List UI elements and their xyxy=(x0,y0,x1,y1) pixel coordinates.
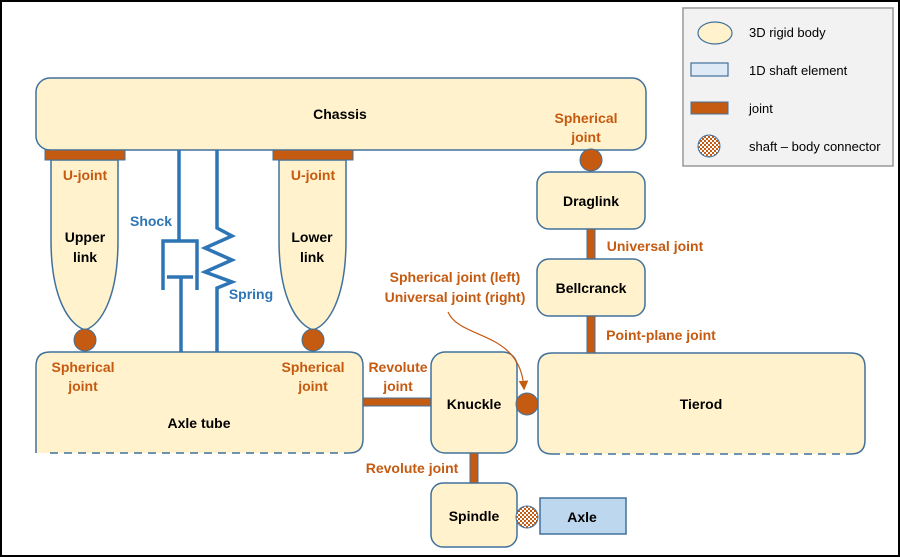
spherical-lower-label-1: Spherical xyxy=(281,359,344,375)
axle-shaft[interactable] xyxy=(539,497,627,535)
spindle-label: Spindle xyxy=(449,508,500,524)
shock-label: Shock xyxy=(130,213,172,229)
axle-tube-body[interactable] xyxy=(35,351,364,454)
lower-link-label-2: link xyxy=(300,249,324,265)
shock-damper[interactable] xyxy=(161,150,199,352)
spherical-chassis-label-1: Spherical xyxy=(554,110,617,126)
revolute-spindle-label: Revolute joint xyxy=(366,460,459,476)
u-joint-upper[interactable] xyxy=(44,149,126,161)
revolute-joint-spindle[interactable] xyxy=(469,452,479,484)
annotation-label-1: Spherical joint (left) xyxy=(390,269,521,285)
spring-label: Spring xyxy=(229,286,273,302)
legend-item-joint: joint xyxy=(748,101,773,116)
lower-link-body[interactable] xyxy=(278,159,347,331)
axle-label: Axle xyxy=(567,509,597,525)
revolute-axle-label-2: joint xyxy=(382,378,413,394)
upper-link-label-1: Upper xyxy=(65,229,106,245)
legend-ellipse-icon xyxy=(697,21,733,45)
legend-shaft-icon xyxy=(690,62,729,77)
spherical-chassis-label-2: joint xyxy=(570,129,601,145)
bellcrank-label: Bellcranck xyxy=(556,280,627,296)
tierod-knuckle-joint[interactable] xyxy=(515,392,539,416)
u-joint-lower[interactable] xyxy=(272,149,354,161)
upper-link-label-2: link xyxy=(73,249,97,265)
legend: 3D rigid body 1D shaft element joint sha… xyxy=(682,7,894,167)
annotation-label-2: Universal joint (right) xyxy=(385,289,526,305)
spherical-joint-chassis[interactable] xyxy=(579,148,603,172)
upper-link-body[interactable] xyxy=(50,159,119,331)
spring[interactable] xyxy=(200,150,237,352)
universal-joint-label: Universal joint xyxy=(607,238,704,254)
u-joint-lower-label: U-joint xyxy=(291,167,336,183)
annotation-arrow xyxy=(447,311,529,391)
point-plane-label: Point-plane joint xyxy=(606,327,716,343)
legend-item-rigid-body: 3D rigid body xyxy=(749,25,826,40)
spherical-joint-upper[interactable] xyxy=(73,328,97,352)
legend-joint-icon xyxy=(690,101,729,115)
u-joint-upper-label: U-joint xyxy=(63,167,108,183)
chassis-label: Chassis xyxy=(313,106,367,122)
lower-link-label-1: Lower xyxy=(291,229,333,245)
point-plane-joint[interactable] xyxy=(586,315,596,354)
spherical-lower-label-2: joint xyxy=(297,378,328,394)
revolute-joint-axle[interactable] xyxy=(362,397,432,407)
legend-connector-icon xyxy=(697,134,721,158)
draglink-label: Draglink xyxy=(563,193,619,209)
legend-item-connector: shaft – body connector xyxy=(749,139,881,154)
knuckle-label: Knuckle xyxy=(447,396,502,412)
tierod-body[interactable] xyxy=(537,352,866,455)
legend-item-shaft: 1D shaft element xyxy=(749,63,848,78)
revolute-axle-label-1: Revolute xyxy=(368,359,427,375)
shaft-body-connector[interactable] xyxy=(515,505,539,529)
universal-joint-draglink[interactable] xyxy=(586,228,596,260)
axle-tube-label: Axle tube xyxy=(167,415,230,431)
spherical-upper-label-2: joint xyxy=(67,378,98,394)
tierod-label: Tierod xyxy=(680,396,723,412)
spherical-joint-lower[interactable] xyxy=(301,328,325,352)
spherical-upper-label-1: Spherical xyxy=(51,359,114,375)
